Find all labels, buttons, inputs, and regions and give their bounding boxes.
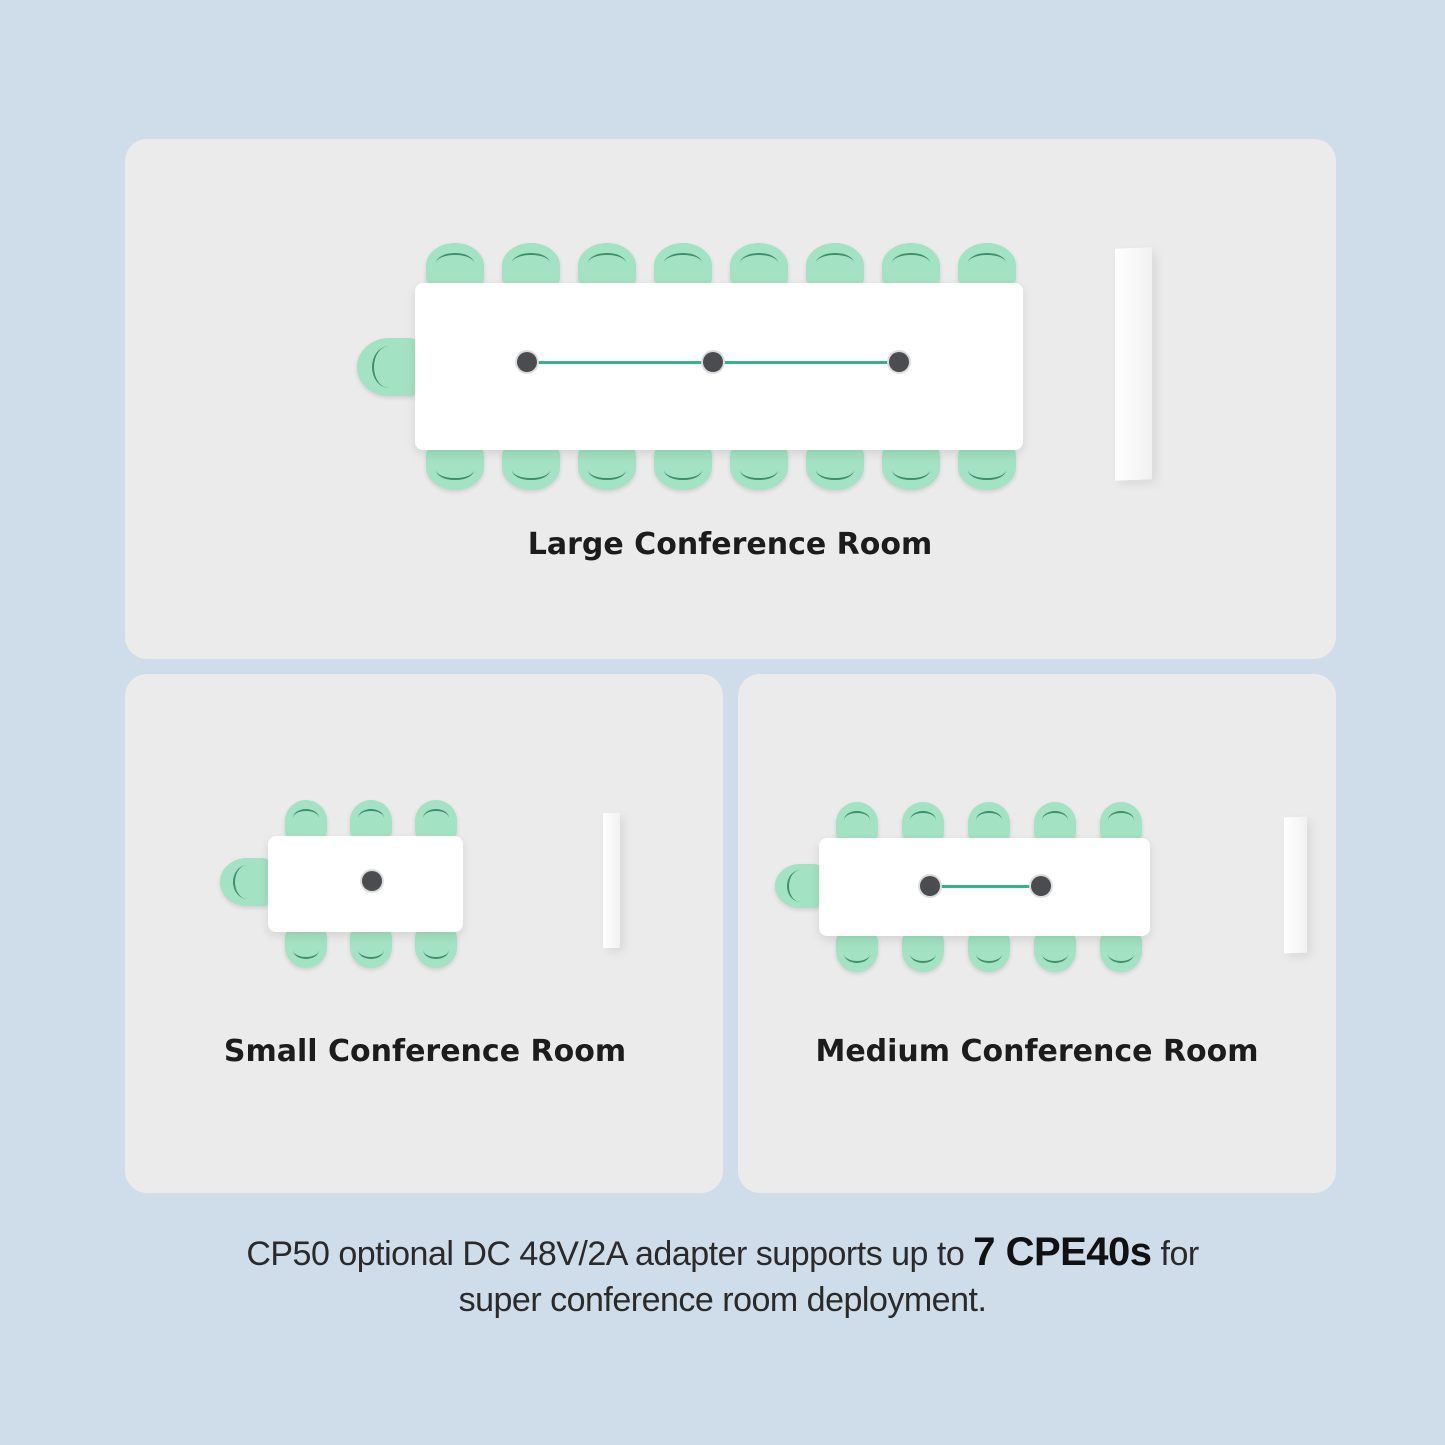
medium-chair-bottom — [1034, 930, 1076, 972]
small-chair-bottom — [350, 926, 392, 968]
large-chair-top — [426, 243, 484, 289]
large-chair-bottom — [882, 444, 940, 490]
large-display-screen — [1115, 247, 1152, 481]
large-room-label: Large Conference Room — [527, 527, 933, 562]
medium-chair-bottom — [836, 930, 878, 972]
medium-chair-head — [775, 864, 825, 908]
large-chair-bottom — [426, 444, 484, 490]
medium-speakerphone-device — [1031, 876, 1051, 896]
medium-chair-top — [1034, 802, 1076, 844]
small-display-screen — [603, 812, 620, 949]
large-chair-top — [730, 243, 788, 289]
small-chair-top — [285, 800, 327, 842]
caption-line-1: CP50 optional DC 48V/2A adapter supports… — [0, 1230, 1445, 1275]
small-room-label: Small Conference Room — [223, 1034, 627, 1069]
large-chair-top — [958, 243, 1016, 289]
small-chair-top — [415, 800, 457, 842]
large-speakerphone-device — [517, 352, 537, 372]
medium-chair-top — [836, 802, 878, 844]
large-speakerphone-device — [703, 352, 723, 372]
medium-chair-bottom — [968, 930, 1010, 972]
medium-room-label: Medium Conference Room — [815, 1034, 1259, 1069]
caption-prefix: CP50 optional DC 48V/2A adapter supports… — [246, 1235, 974, 1273]
large-chair-bottom — [958, 444, 1016, 490]
large-chair-top — [882, 243, 940, 289]
small-chair-head — [220, 858, 274, 906]
small-chair-top — [350, 800, 392, 842]
large-daisy-chain-cable — [527, 361, 713, 364]
medium-speakerphone-device — [920, 876, 940, 896]
large-chair-top — [654, 243, 712, 289]
caption-line-2: super conference room deployment. — [458, 1281, 987, 1319]
large-daisy-chain-cable — [713, 361, 899, 364]
large-chair-top — [806, 243, 864, 289]
medium-chair-bottom — [902, 930, 944, 972]
large-chair-bottom — [578, 444, 636, 490]
small-chair-bottom — [285, 926, 327, 968]
medium-chair-top — [902, 802, 944, 844]
medium-daisy-chain-cable — [930, 885, 1041, 888]
large-chair-bottom — [502, 444, 560, 490]
large-chair-bottom — [806, 444, 864, 490]
caption-suffix: for — [1151, 1235, 1199, 1273]
caption-highlight: 7 CPE40s — [973, 1230, 1152, 1274]
large-chair-bottom — [654, 444, 712, 490]
large-speakerphone-device — [889, 352, 909, 372]
large-chair-top — [502, 243, 560, 289]
small-chair-bottom — [415, 926, 457, 968]
medium-chair-bottom — [1100, 930, 1142, 972]
large-chair-head — [357, 338, 421, 396]
large-chair-top — [578, 243, 636, 289]
small-speakerphone-device — [362, 871, 382, 891]
large-chair-bottom — [730, 444, 788, 490]
medium-display-screen — [1284, 816, 1307, 954]
medium-chair-top — [968, 802, 1010, 844]
medium-chair-top — [1100, 802, 1142, 844]
